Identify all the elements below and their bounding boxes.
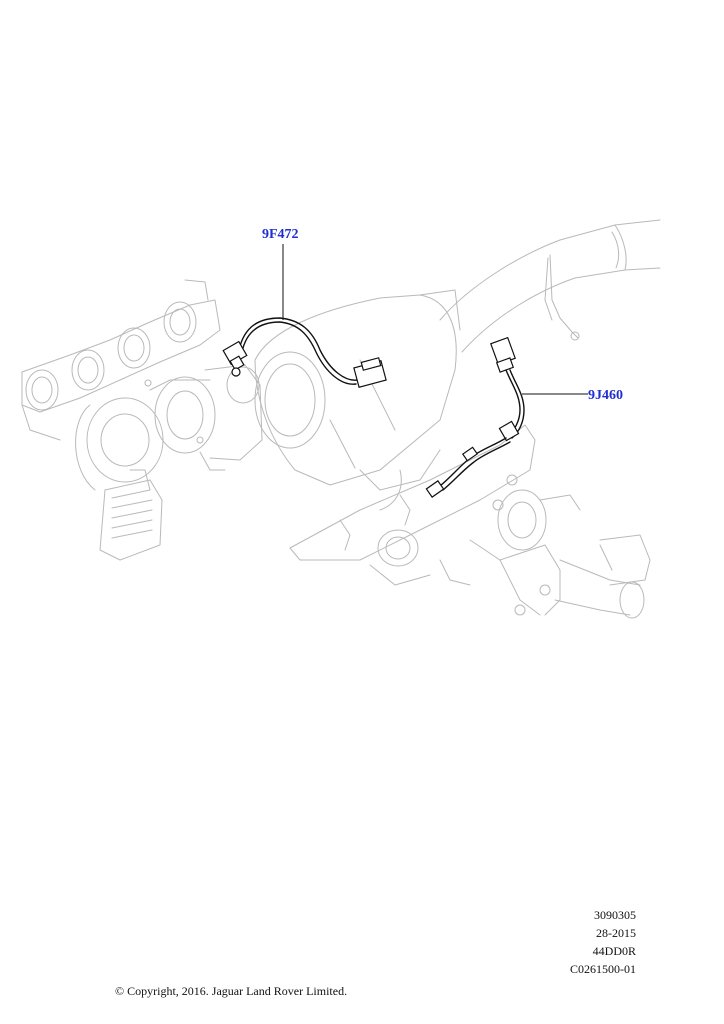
sensor-harness-9j460 [425,336,525,498]
outlet-pipe [554,534,651,619]
reference-code-3: 44DD0R [592,944,636,958]
callout-9j460[interactable]: 9J460 [588,388,623,403]
lower-exhaust-assembly [289,424,581,616]
exhaust-downpipe [439,219,661,353]
sensor-harness-9f472 [222,317,387,389]
copyright-notice: © Copyright, 2016. Jaguar Land Rover Lim… [115,984,348,998]
turbocharger [75,364,263,491]
reference-codes: 3090305 28-2015 44DD0R C0261500-01 [516,906,636,978]
reference-code-2: 28-2015 [596,926,636,940]
wastegate-actuator [99,469,163,561]
callout-9f472[interactable]: 9F472 [262,227,299,242]
exhaust-manifold [21,279,221,441]
reference-code-4: C0261500-01 [570,962,636,976]
reference-code-1: 3090305 [594,908,636,922]
